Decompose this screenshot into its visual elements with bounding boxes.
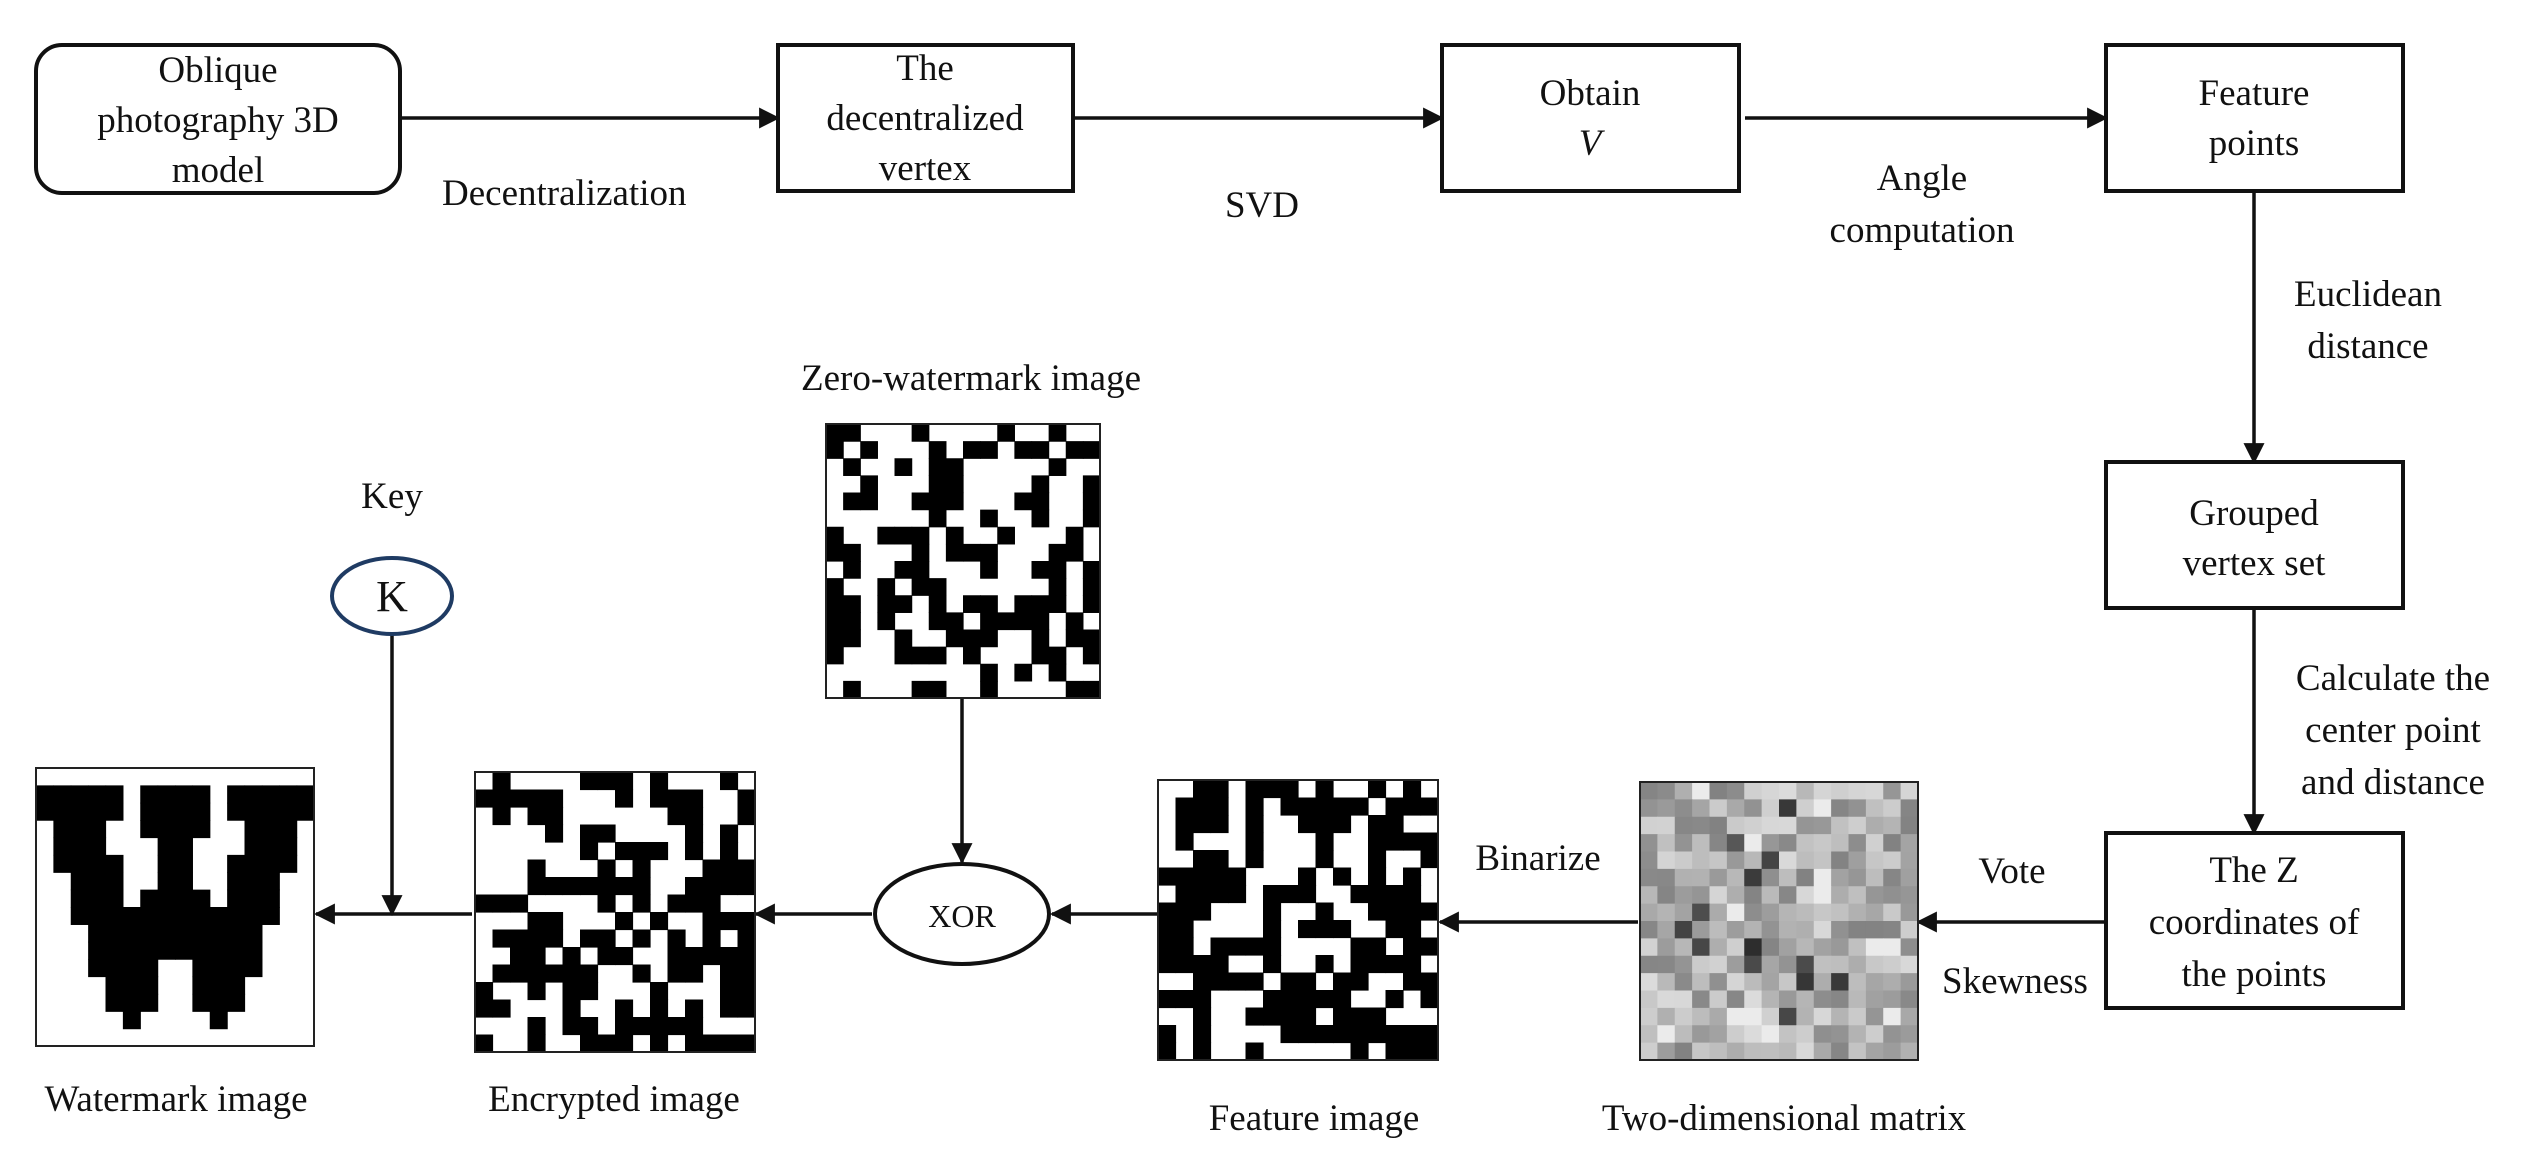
caption-feature: Feature image: [1209, 1098, 1420, 1139]
key-symbol: K: [376, 572, 408, 621]
caption-matrix: Two-dimensional matrix: [1602, 1098, 1967, 1139]
node-z-coordinates: The Z coordinates of the points: [2104, 831, 2405, 1010]
feature-image: [1157, 779, 1439, 1061]
node-text: vertex set: [2183, 543, 2327, 584]
label-center: center point: [2305, 710, 2481, 751]
node-text: The: [896, 48, 954, 89]
node-text: Grouped: [2189, 493, 2319, 534]
xor-label: XOR: [928, 898, 996, 934]
node-text: Feature: [2199, 73, 2310, 114]
label-euclidean: distance: [2307, 326, 2428, 367]
caption-watermark: Watermark image: [44, 1079, 307, 1120]
node-xor: XOR: [873, 862, 1051, 966]
caption-key: Key: [361, 476, 423, 517]
encrypted-image: [474, 771, 756, 1053]
node-text: Obtain: [1540, 73, 1641, 114]
key-circle: [330, 556, 454, 636]
label-decentralization: Decentralization: [442, 173, 686, 214]
caption-encrypted: Encrypted image: [488, 1079, 740, 1120]
two-dimensional-matrix-image: [1639, 781, 1919, 1061]
node-text: decentralized: [826, 98, 1024, 139]
node-text: V: [1579, 123, 1606, 164]
node-grouped-vertex: Grouped vertex set: [2104, 460, 2405, 610]
node-oblique-model: Oblique photography 3D model: [34, 43, 402, 195]
node-text: The Z: [2209, 850, 2298, 891]
label-vote: Vote: [1978, 851, 2045, 892]
watermark-image: [35, 767, 315, 1047]
label-center: and distance: [2301, 762, 2485, 803]
node-decentralized-vertex: The decentralized vertex: [776, 43, 1075, 193]
label-skewness: Skewness: [1942, 961, 2088, 1002]
zero-watermark-image: [825, 423, 1101, 699]
node-text: model: [172, 150, 264, 191]
label-euclidean: Euclidean: [2294, 274, 2442, 315]
node-key: K: [330, 556, 454, 636]
node-feature-points: Feature points: [2104, 43, 2405, 193]
label-svd: SVD: [1225, 185, 1299, 226]
node-text: vertex: [879, 148, 972, 189]
label-binarize: Binarize: [1475, 838, 1600, 879]
node-text: points: [2209, 123, 2299, 164]
node-obtain-v: Obtain V: [1440, 43, 1741, 193]
label-center: Calculate the: [2296, 658, 2490, 699]
node-text: photography 3D: [97, 100, 339, 141]
node-text: Oblique: [158, 50, 277, 91]
caption-zero-watermark: Zero-watermark image: [801, 358, 1141, 399]
node-text: coordinates of: [2149, 902, 2360, 943]
node-text: the points: [2182, 954, 2327, 995]
label-angle: Angle: [1877, 158, 1967, 199]
label-angle: computation: [1830, 210, 2015, 251]
